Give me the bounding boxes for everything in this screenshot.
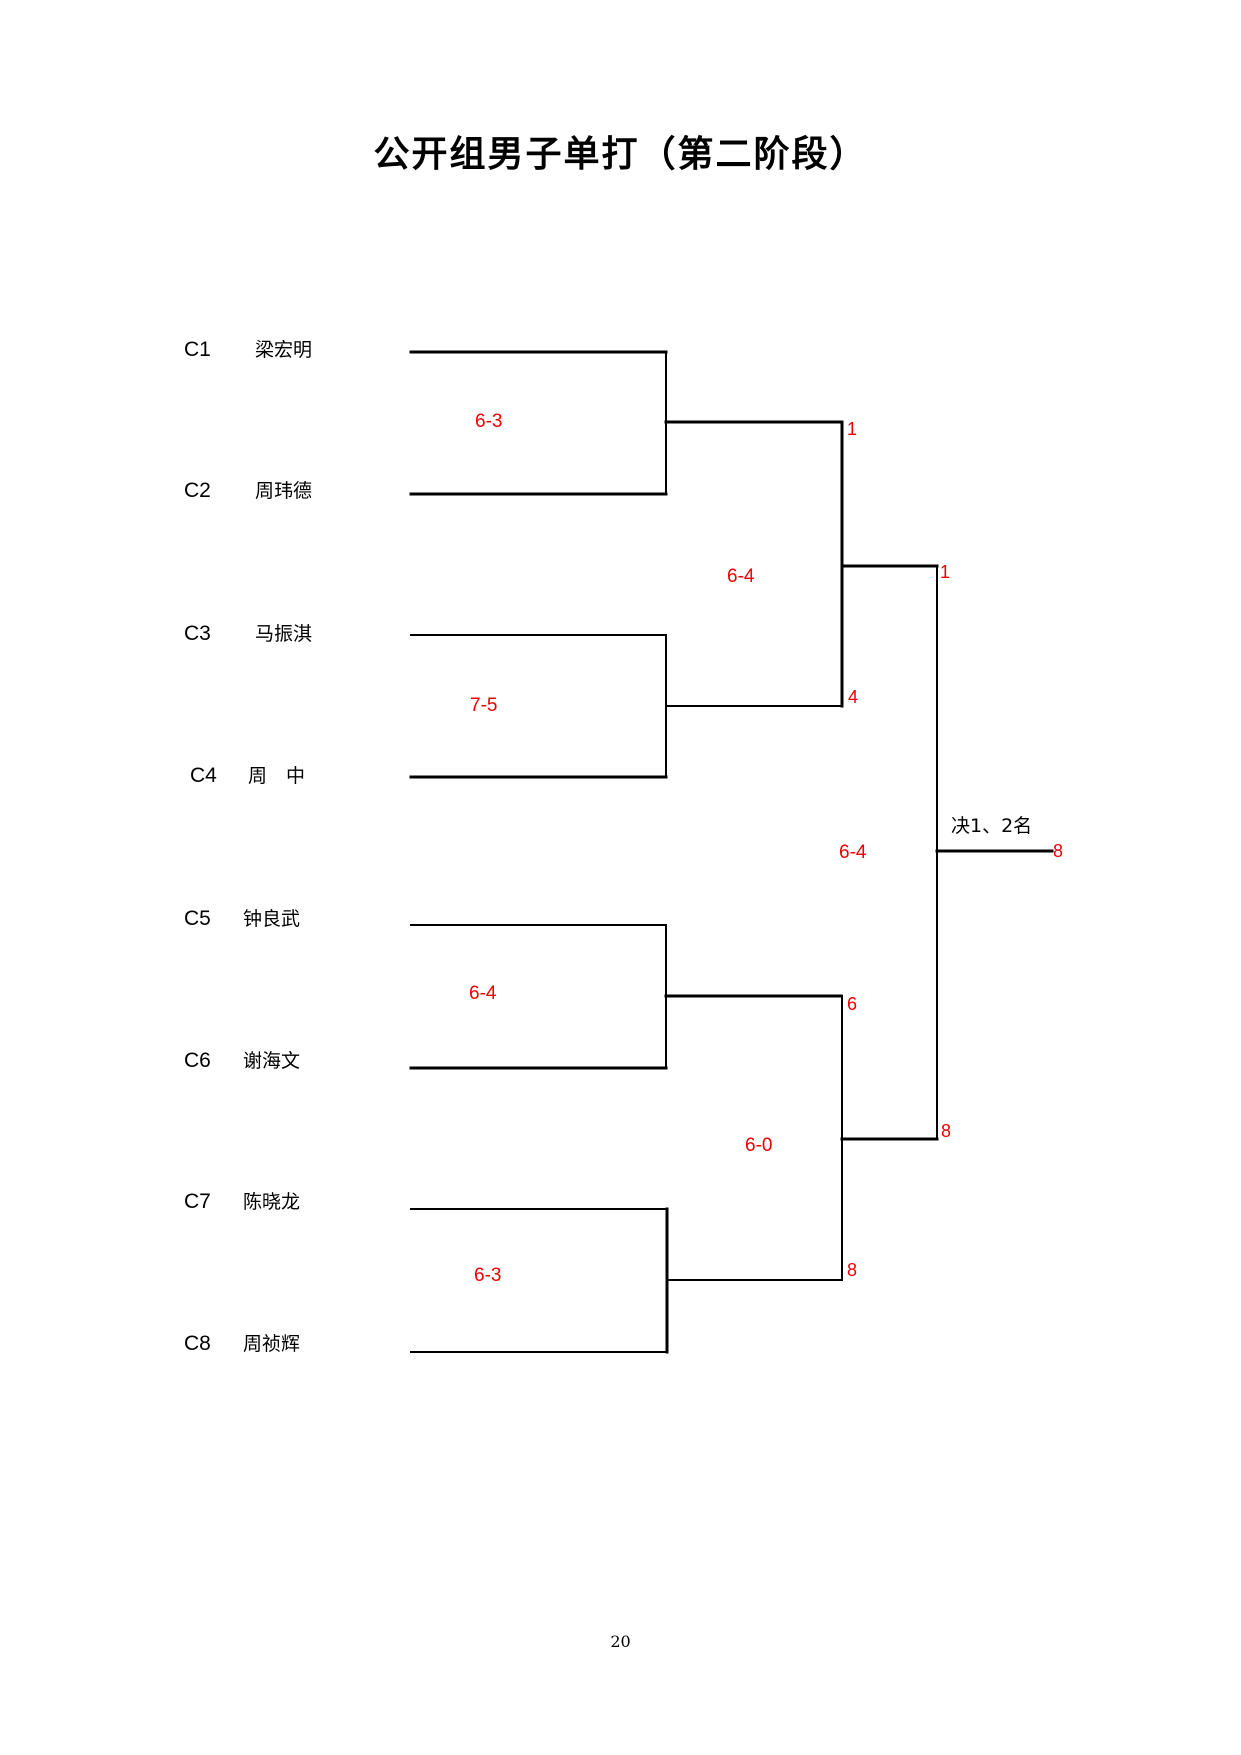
semifinal-winner-label: 8	[941, 1121, 951, 1141]
player-seed: C4	[190, 764, 217, 787]
player-name: 周玮德	[255, 480, 312, 502]
player-seed: C8	[184, 1332, 211, 1355]
match-score: 6-3	[474, 1265, 501, 1286]
player-seed: C6	[184, 1049, 211, 1072]
winner-label: 4	[848, 687, 858, 707]
player-seed: C5	[184, 907, 211, 930]
winner-label: 8	[847, 1260, 857, 1280]
final-label: 决1、2名	[951, 815, 1032, 837]
page-number: 20	[610, 1632, 631, 1651]
player-name: 梁宏明	[255, 339, 312, 361]
player-seed: C3	[184, 622, 211, 645]
semifinal-score: 6-4	[727, 566, 755, 587]
player-seed: C7	[184, 1190, 211, 1213]
player-seed: C1	[184, 338, 211, 361]
champion-label: 8	[1053, 841, 1063, 861]
page-title: 公开组男子单打（第二阶段）	[373, 134, 868, 175]
match-score: 6-4	[469, 983, 497, 1004]
match-score: 6-3	[475, 411, 502, 432]
player-name: 谢海文	[243, 1050, 300, 1072]
semifinal-score: 6-0	[745, 1135, 772, 1156]
winner-label: 6	[847, 994, 857, 1014]
match-score: 7-5	[470, 695, 497, 716]
winner-label: 1	[847, 419, 857, 439]
player-name: 钟良武	[243, 908, 300, 930]
player-name: 马振淇	[255, 623, 312, 645]
player-name: 周祯辉	[243, 1333, 300, 1355]
player-seed: C2	[184, 479, 211, 502]
final-score: 6-4	[839, 842, 867, 863]
semifinal-winner-label: 1	[940, 562, 950, 582]
player-name: 周 中	[248, 765, 305, 787]
player-name: 陈晓龙	[243, 1191, 300, 1213]
